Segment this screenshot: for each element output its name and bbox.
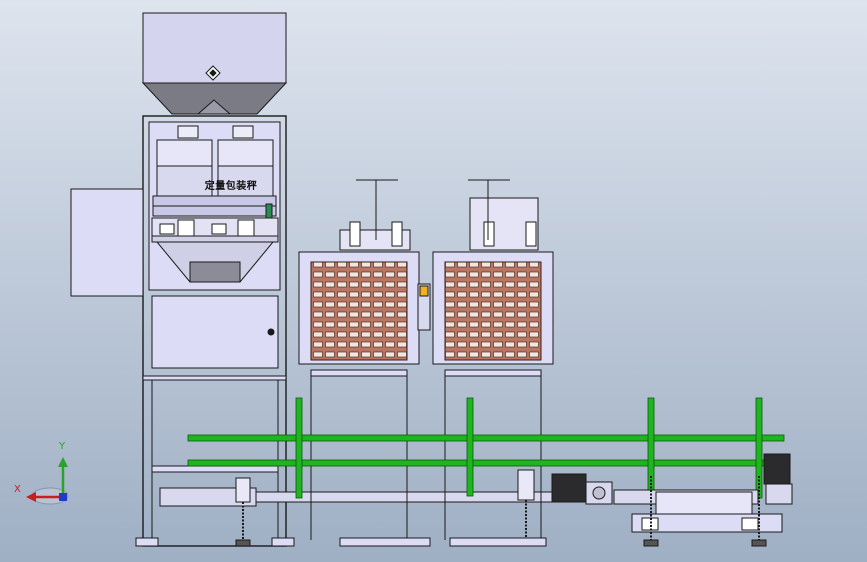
coordinate-axis-triad-icon: [26, 457, 69, 505]
right-conveyor: [613, 453, 793, 547]
side-control-box: [70, 188, 144, 297]
storage-hopper-cone: [141, 82, 288, 115]
cabinet-frame: [142, 115, 287, 547]
sewing-unit-1: [298, 179, 431, 547]
sewing-unit-2-grille: [444, 261, 542, 361]
right-conveyor-motor: [763, 453, 791, 485]
axis-y-label: Y: [59, 441, 66, 452]
diamond-indicator-icon: [205, 65, 221, 81]
weighing-scale-unit: [70, 12, 295, 547]
sewing-unit-1-grille: [310, 261, 408, 361]
sewing-unit-2: [432, 179, 554, 547]
bag-conveyor: [159, 469, 613, 547]
conveyor-gear-motor: [551, 473, 587, 503]
electrical-cabinet: [151, 295, 279, 369]
machine-name-label: 定量包装秤: [204, 181, 258, 192]
axis-x-label: X: [14, 484, 21, 495]
